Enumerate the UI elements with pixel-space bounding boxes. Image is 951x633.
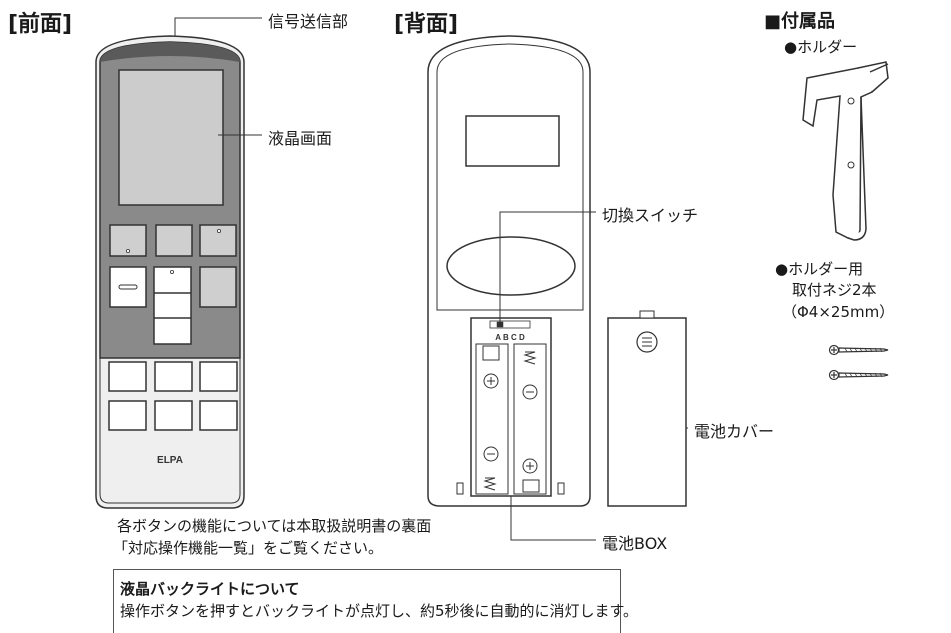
button-5 <box>154 361 193 392</box>
switch-letters: A B C D <box>495 333 525 342</box>
backlight-info-box: 液晶バックライトについて 操作ボタンを押すとバックライトが点灯し、約5秒後に自動… <box>113 569 638 633</box>
accessories-heading: ■付属品 <box>764 11 836 32</box>
brand-logo: ELPA <box>157 455 183 466</box>
switch <box>496 321 504 328</box>
note-line-1: 各ボタンの機能については本取扱説明書の裏面 <box>117 517 432 535</box>
label-battery-cover: 電池カバー <box>694 422 775 441</box>
button-4 <box>108 361 147 392</box>
label-screws-1: ●ホルダー用 <box>775 260 864 278</box>
holder-illustration <box>802 61 889 241</box>
front-heading: [前面] <box>8 12 73 37</box>
button-updown <box>153 266 192 345</box>
label-switch: 切換スイッチ <box>602 206 699 225</box>
battery-cover <box>607 310 687 507</box>
label-holder: ●ホルダー <box>784 38 858 56</box>
button-8 <box>154 400 193 431</box>
label-screws-2: 取付ネジ2本 <box>792 281 877 299</box>
lcd-screen <box>118 69 224 206</box>
note-line-2: 「対応操作機能一覧」をご覧ください。 <box>113 539 384 557</box>
back-remote <box>427 35 591 507</box>
label-screws-3: （Φ4×25mm） <box>782 303 895 321</box>
label-signal-transmitter: 信号送信部 <box>268 12 349 31</box>
screws-illustration <box>828 344 889 381</box>
button-right <box>199 266 237 308</box>
label-lcd-screen: 液晶画面 <box>268 129 333 148</box>
front-remote <box>95 35 245 509</box>
label-battery-box: 電池BOX <box>602 534 668 553</box>
button-6 <box>199 361 238 392</box>
back-heading: [背面] <box>394 12 459 37</box>
button-2 <box>155 224 193 257</box>
button-7 <box>108 400 147 431</box>
backlight-body: 操作ボタンを押すとバックライトが点灯し、約5秒後に自動的に消灯します。 <box>120 602 639 620</box>
button-9 <box>199 400 238 431</box>
backlight-title: 液晶バックライトについて <box>120 580 300 598</box>
